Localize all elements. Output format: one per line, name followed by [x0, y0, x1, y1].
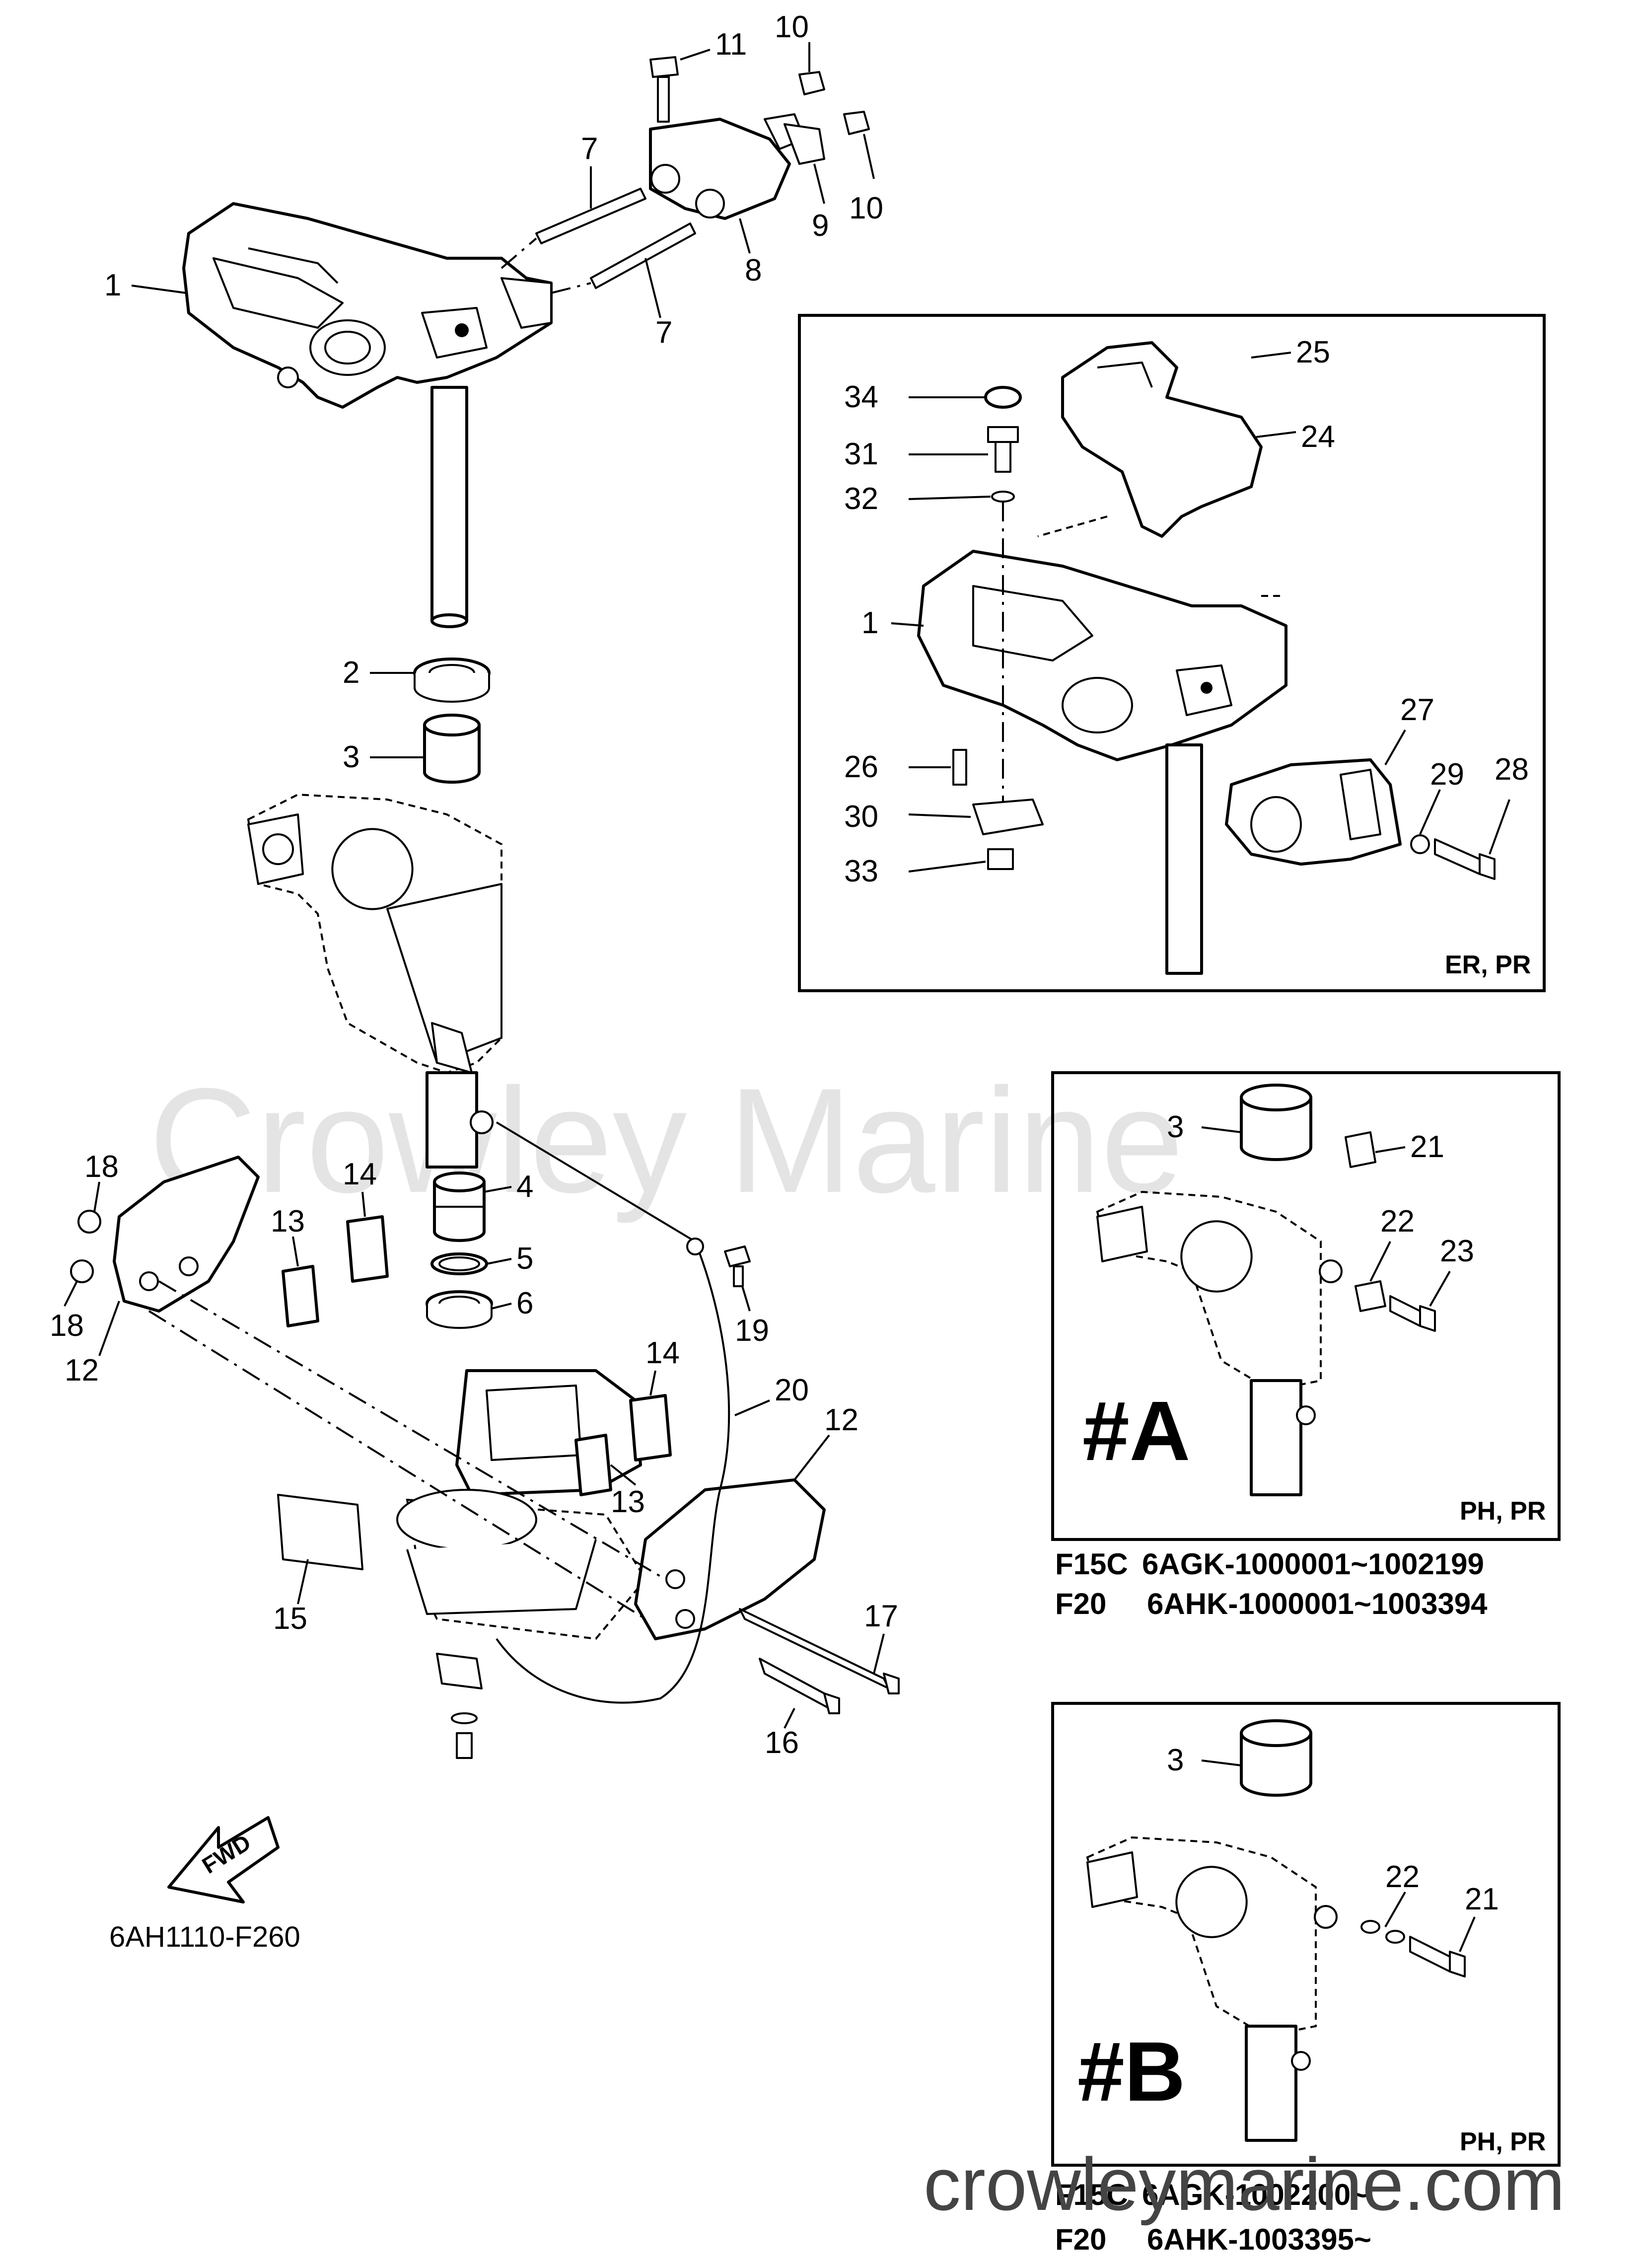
inset-a: 3 21 22 23 #A PH, PR F15C 6AGK-1000001~1…: [1051, 1071, 1561, 1620]
inset-er-pr-frame: [798, 314, 1546, 992]
callout-25: 25: [1296, 335, 1330, 369]
callout-13a: 13: [271, 1204, 305, 1239]
inset-b-serial-range-1: 6AGK-1002200~: [1142, 2178, 1368, 2211]
inset-b-serial-range-2: 6AHK-1003395~: [1147, 2223, 1371, 2256]
callout-27: 27: [1400, 693, 1434, 727]
watermark: Crowley Marine: [149, 1057, 1184, 1225]
inset-a-note: PH, PR: [1460, 1497, 1546, 1526]
part-1-steering-bracket: [182, 202, 553, 409]
part-19-screw: [724, 1245, 751, 1287]
callout-19: 19: [735, 1314, 769, 1348]
callout-28: 28: [1495, 752, 1529, 787]
callout-21-a: 21: [1410, 1130, 1444, 1164]
callout-13b: 13: [611, 1485, 645, 1519]
main-callouts: 1 2 3 4 5 6 7 7 8 9 10 10 11: [50, 10, 898, 1760]
steering-shaft: [430, 386, 468, 628]
ground-terminal: [436, 1653, 483, 1759]
callout-14b: 14: [645, 1336, 680, 1370]
inset-er-pr-callouts: 34 31 32 1 26 30 33 25 24 27 29 28: [844, 335, 1529, 888]
inset-er-pr: 34 31 32 1 26 30 33 25 24 27 29 28 ER, P…: [798, 314, 1546, 992]
main-assembly: FWD 6AH1110-F260 1 2 3 4 5 6 7 7 8 9: [50, 10, 900, 1953]
callout-32: 32: [844, 482, 878, 516]
callout-18b: 18: [50, 1309, 84, 1343]
part-9-plate: [784, 123, 825, 165]
part-3-bushing: [423, 714, 481, 784]
part-13-damper-b: [574, 1434, 612, 1496]
callout-2: 2: [343, 656, 359, 690]
part-6-seal: [426, 1290, 493, 1329]
inset-er-pr-note: ER, PR: [1445, 951, 1531, 979]
callout-26: 26: [844, 750, 878, 784]
callout-29: 29: [1430, 757, 1464, 792]
fwd-arrow-icon: FWD: [167, 1816, 280, 1903]
inset-b-serial-model-1: F15C: [1055, 2178, 1128, 2211]
inset-b-frame: [1051, 1702, 1561, 2167]
callout-8: 8: [745, 253, 762, 288]
callout-12a: 12: [65, 1353, 99, 1388]
callout-10a: 10: [775, 10, 809, 44]
part-14-damper-b: [629, 1394, 672, 1462]
lower-mount-housing: [396, 1369, 647, 1640]
part-16-bolt: [759, 1658, 840, 1714]
callout-6: 6: [516, 1286, 533, 1320]
callout-10b: 10: [849, 191, 883, 225]
callout-15: 15: [273, 1602, 307, 1636]
inset-a-serial-model-2: F20: [1055, 1587, 1106, 1620]
part-10-nuts: [798, 71, 870, 135]
part-18-nuts: [70, 1210, 101, 1283]
part-12-mount-left: [113, 1156, 260, 1313]
callout-21-b: 21: [1465, 1882, 1499, 1916]
callout-1: 1: [104, 268, 121, 302]
part-11-bolt: [649, 56, 679, 123]
inset-b-note: PH, PR: [1460, 2127, 1546, 2156]
inset-a-serial-range-2: 6AHK-1000001~1003394: [1147, 1587, 1488, 1620]
inset-b-tag: #B: [1077, 2025, 1185, 2119]
callout-11: 11: [715, 27, 747, 62]
callout-1-inset: 1: [861, 606, 878, 640]
part-15-plate: [277, 1494, 363, 1570]
callout-22-a: 22: [1380, 1204, 1415, 1239]
callout-24: 24: [1301, 420, 1335, 454]
part-4-collar: [433, 1171, 486, 1242]
diagram-code: 6AH1110-F260: [109, 1921, 300, 1953]
callout-14a: 14: [343, 1157, 377, 1191]
part-17-bolt: [739, 1608, 900, 1694]
callout-31: 31: [844, 437, 878, 471]
callout-5: 5: [516, 1242, 533, 1276]
callout-7a: 7: [581, 132, 598, 166]
part-12-mount-right: [634, 1478, 826, 1640]
part-5-oring: [430, 1252, 488, 1275]
callout-22-b: 22: [1385, 1860, 1420, 1894]
callout-23-a: 23: [1440, 1234, 1474, 1268]
inset-b-serial-model-2: F20: [1055, 2223, 1106, 2256]
callout-7b: 7: [655, 315, 672, 350]
part-14-damper-a: [346, 1215, 389, 1283]
callout-12b: 12: [824, 1403, 858, 1437]
callout-18a: 18: [84, 1150, 119, 1184]
inset-a-frame: [1051, 1071, 1561, 1541]
part-13-damper-a: [282, 1265, 319, 1327]
callout-34: 34: [844, 380, 878, 414]
callout-33: 33: [844, 854, 878, 888]
inset-b: 3 22 21 #B PH, PR F15C 6AGK-1002200~ F20…: [1051, 1702, 1561, 2256]
site-watermark: crowleymarine.com: [924, 2142, 1565, 2226]
part-20-ground-wire: [496, 1121, 730, 1704]
callout-17: 17: [864, 1599, 898, 1633]
swivel-bracket: [247, 793, 502, 1169]
callout-16: 16: [765, 1726, 799, 1760]
callout-9: 9: [812, 209, 829, 243]
part-7-studs: [500, 188, 696, 294]
callout-30: 30: [844, 800, 878, 834]
callout-20: 20: [775, 1373, 809, 1407]
callout-4: 4: [516, 1170, 533, 1204]
part-2-seal: [413, 658, 491, 703]
inset-a-tag: #A: [1082, 1384, 1190, 1478]
inset-a-serial-range-1: 6AGK-1000001~1002199: [1142, 1547, 1484, 1581]
callout-3-a: 3: [1167, 1110, 1184, 1144]
callout-3: 3: [343, 740, 359, 774]
callout-3-b: 3: [1167, 1743, 1184, 1777]
part-8-clamp: [649, 113, 805, 220]
inset-a-serial-model-1: F15C: [1055, 1547, 1128, 1581]
